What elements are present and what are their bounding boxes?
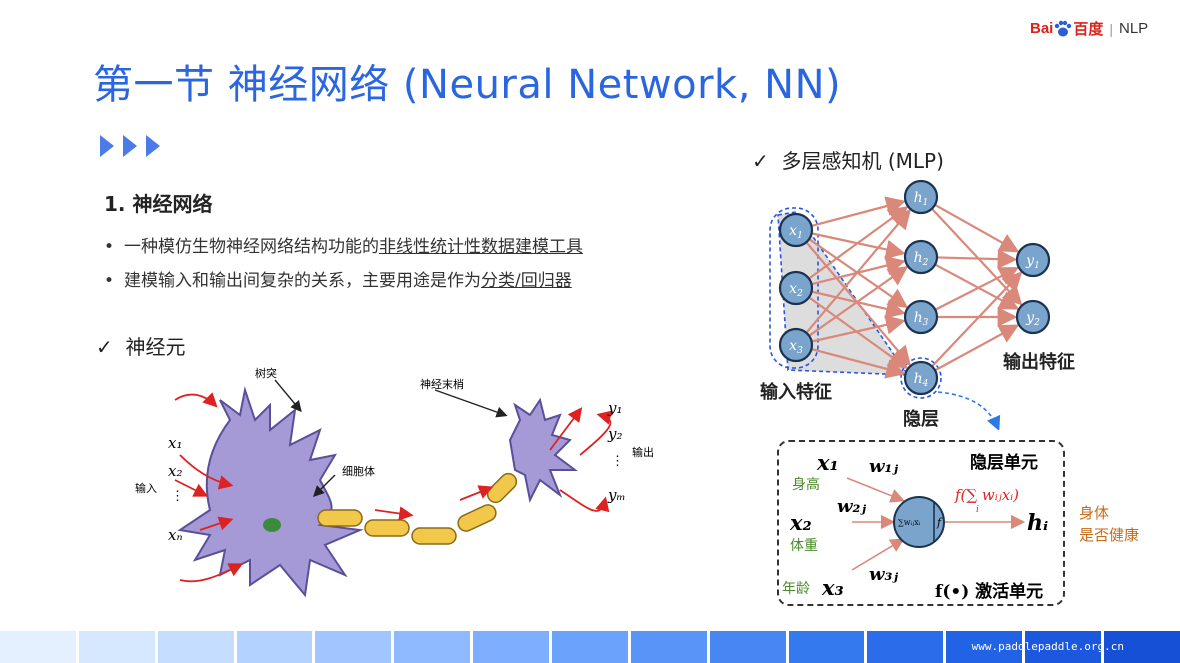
mlp-input-node: [778, 327, 814, 363]
bullet-item-2: •建模输入和输出间复杂的关系，主要用途是作为分类/回归器: [104, 271, 572, 291]
mlp-hidden-node: [903, 239, 939, 275]
mlp-edge: [934, 324, 1020, 372]
label-y1: y₁: [607, 399, 623, 417]
unit-node: [893, 496, 945, 548]
mlp-edge: [808, 265, 909, 337]
unit-inner-sum: ∑wᵢⱼxᵢ: [898, 518, 921, 527]
feature-height: 身高: [792, 476, 820, 493]
mlp-output-node: [1015, 242, 1051, 278]
mlp-input-node: [778, 212, 814, 248]
label-axon-terminal: 神经末梢: [420, 377, 464, 391]
label-x1: x₁: [168, 434, 182, 452]
label-output: 输出: [632, 445, 654, 459]
paw-icon: [1055, 20, 1072, 36]
label-soma: 细胞体: [342, 464, 375, 478]
mlp-output-node: [1015, 299, 1051, 335]
logo-text-cn: 百度: [1073, 21, 1104, 38]
feature-age: 年龄: [782, 581, 810, 597]
mlp-heading: ✓ 多层感知机 (MLP): [752, 145, 944, 174]
mlp-edge: [808, 206, 909, 280]
bullet-underlined: 非线性统计性数据建模工具: [379, 237, 583, 257]
label-dendrite: 树突: [255, 366, 277, 380]
activation-label: f(•) 激活单元: [935, 581, 1043, 602]
logo-product: NLP: [1119, 20, 1149, 37]
decorative-arrows-icon: [100, 135, 160, 157]
hidden-unit-diagram: ∑wᵢⱼxᵢ f 隐层单元 x₁ w₁ⱼ 身高 w₂ⱼ x₂ 体重 w₃ⱼ 年龄…: [782, 450, 1139, 602]
neuron-heading-text: 神经元: [125, 335, 186, 359]
logo-text: Bai: [1030, 20, 1054, 37]
bullet-text: 建模输入和输出间复杂的关系，主要用途是作为: [124, 271, 481, 291]
label-ym: yₘ: [607, 486, 626, 504]
output-desc-1: 身体: [1079, 504, 1109, 522]
neuron-diagram: 树突 神经末梢 细胞体 输入 输出 x₁ x₂ ⋮ xₙ y₁ y₂ ⋮ yₘ: [135, 366, 654, 598]
mlp-edge: [811, 196, 906, 227]
hidden-h4-outline: [900, 357, 942, 399]
hidden-layer-label: 隐层: [903, 409, 939, 430]
mlp-hidden-node: [903, 360, 939, 396]
weight-w2: w₂ⱼ: [837, 496, 866, 517]
mlp-heading-text: 多层感知机 (MLP): [781, 149, 944, 173]
bullet-underlined: 分类/回归器: [481, 271, 572, 291]
input-x1: x₁: [816, 450, 839, 475]
label-y2: y₂: [607, 425, 623, 443]
input-x3: x₃: [821, 575, 844, 600]
mlp-edge: [936, 249, 1018, 269]
neuron-heading: ✓ 神经元: [96, 331, 185, 360]
mlp-edge: [934, 263, 1020, 310]
mlp-edge: [931, 271, 1023, 368]
weight-w1: w₁ⱼ: [869, 456, 898, 477]
unit-title: 隐层单元: [970, 452, 1038, 473]
mlp-edge: [805, 208, 911, 334]
input-group-outline: [769, 207, 819, 369]
unit-inner-f: f: [936, 516, 943, 529]
activation-formula: f(∑ wᵢⱼxᵢ): [954, 486, 1019, 504]
check-icon: ✓: [96, 335, 113, 359]
mlp-hidden-node: [903, 299, 939, 335]
page-title: 第一节 神经网络 (Neural Network, NN): [93, 62, 842, 108]
mlp-edge: [934, 267, 1020, 311]
feature-weight: 体重: [790, 538, 818, 554]
label-x2: x₂: [168, 462, 182, 480]
formula-subscript: i: [976, 505, 979, 515]
output-features-label: 输出特征: [1003, 352, 1075, 373]
mlp-edge: [811, 348, 906, 379]
mlp-edge: [811, 315, 906, 343]
output-h: hᵢ: [1027, 510, 1048, 536]
vdots: ⋮: [171, 489, 184, 504]
input-features-label: 输入特征: [760, 382, 832, 403]
section-heading: 1. 神经网络: [104, 192, 213, 216]
baidu-logo: Bai 百度 | NLP: [1030, 18, 1148, 39]
check-icon: ✓: [752, 149, 769, 173]
mlp-edge: [934, 203, 1020, 253]
output-desc-2: 是否健康: [1079, 526, 1139, 544]
footer-url[interactable]: www.paddlepaddle.org.cn: [971, 640, 1124, 653]
label-xn: xₙ: [168, 526, 183, 544]
soma-shape: [177, 386, 364, 598]
footer-bar: www.paddlepaddle.org.cn: [0, 631, 1180, 663]
bullet-text: 一种模仿生物神经网络结构功能的: [124, 237, 379, 257]
input-x2: x₂: [789, 510, 812, 535]
logo-separator: |: [1109, 20, 1113, 37]
bullet-item-1: •一种模仿生物神经网络结构功能的非线性统计性数据建模工具: [104, 237, 583, 257]
mlp-input-node: [778, 270, 814, 306]
vdots: ⋮: [611, 454, 624, 469]
weight-w3: w₃ⱼ: [869, 564, 898, 585]
axon-shape: [317, 472, 518, 545]
hidden-unit-box: [777, 440, 1065, 606]
zoom-arrow: [937, 391, 1001, 430]
mlp-hidden-node: [903, 179, 939, 215]
terminal-shape: [508, 397, 578, 504]
label-input: 输入: [135, 481, 157, 495]
